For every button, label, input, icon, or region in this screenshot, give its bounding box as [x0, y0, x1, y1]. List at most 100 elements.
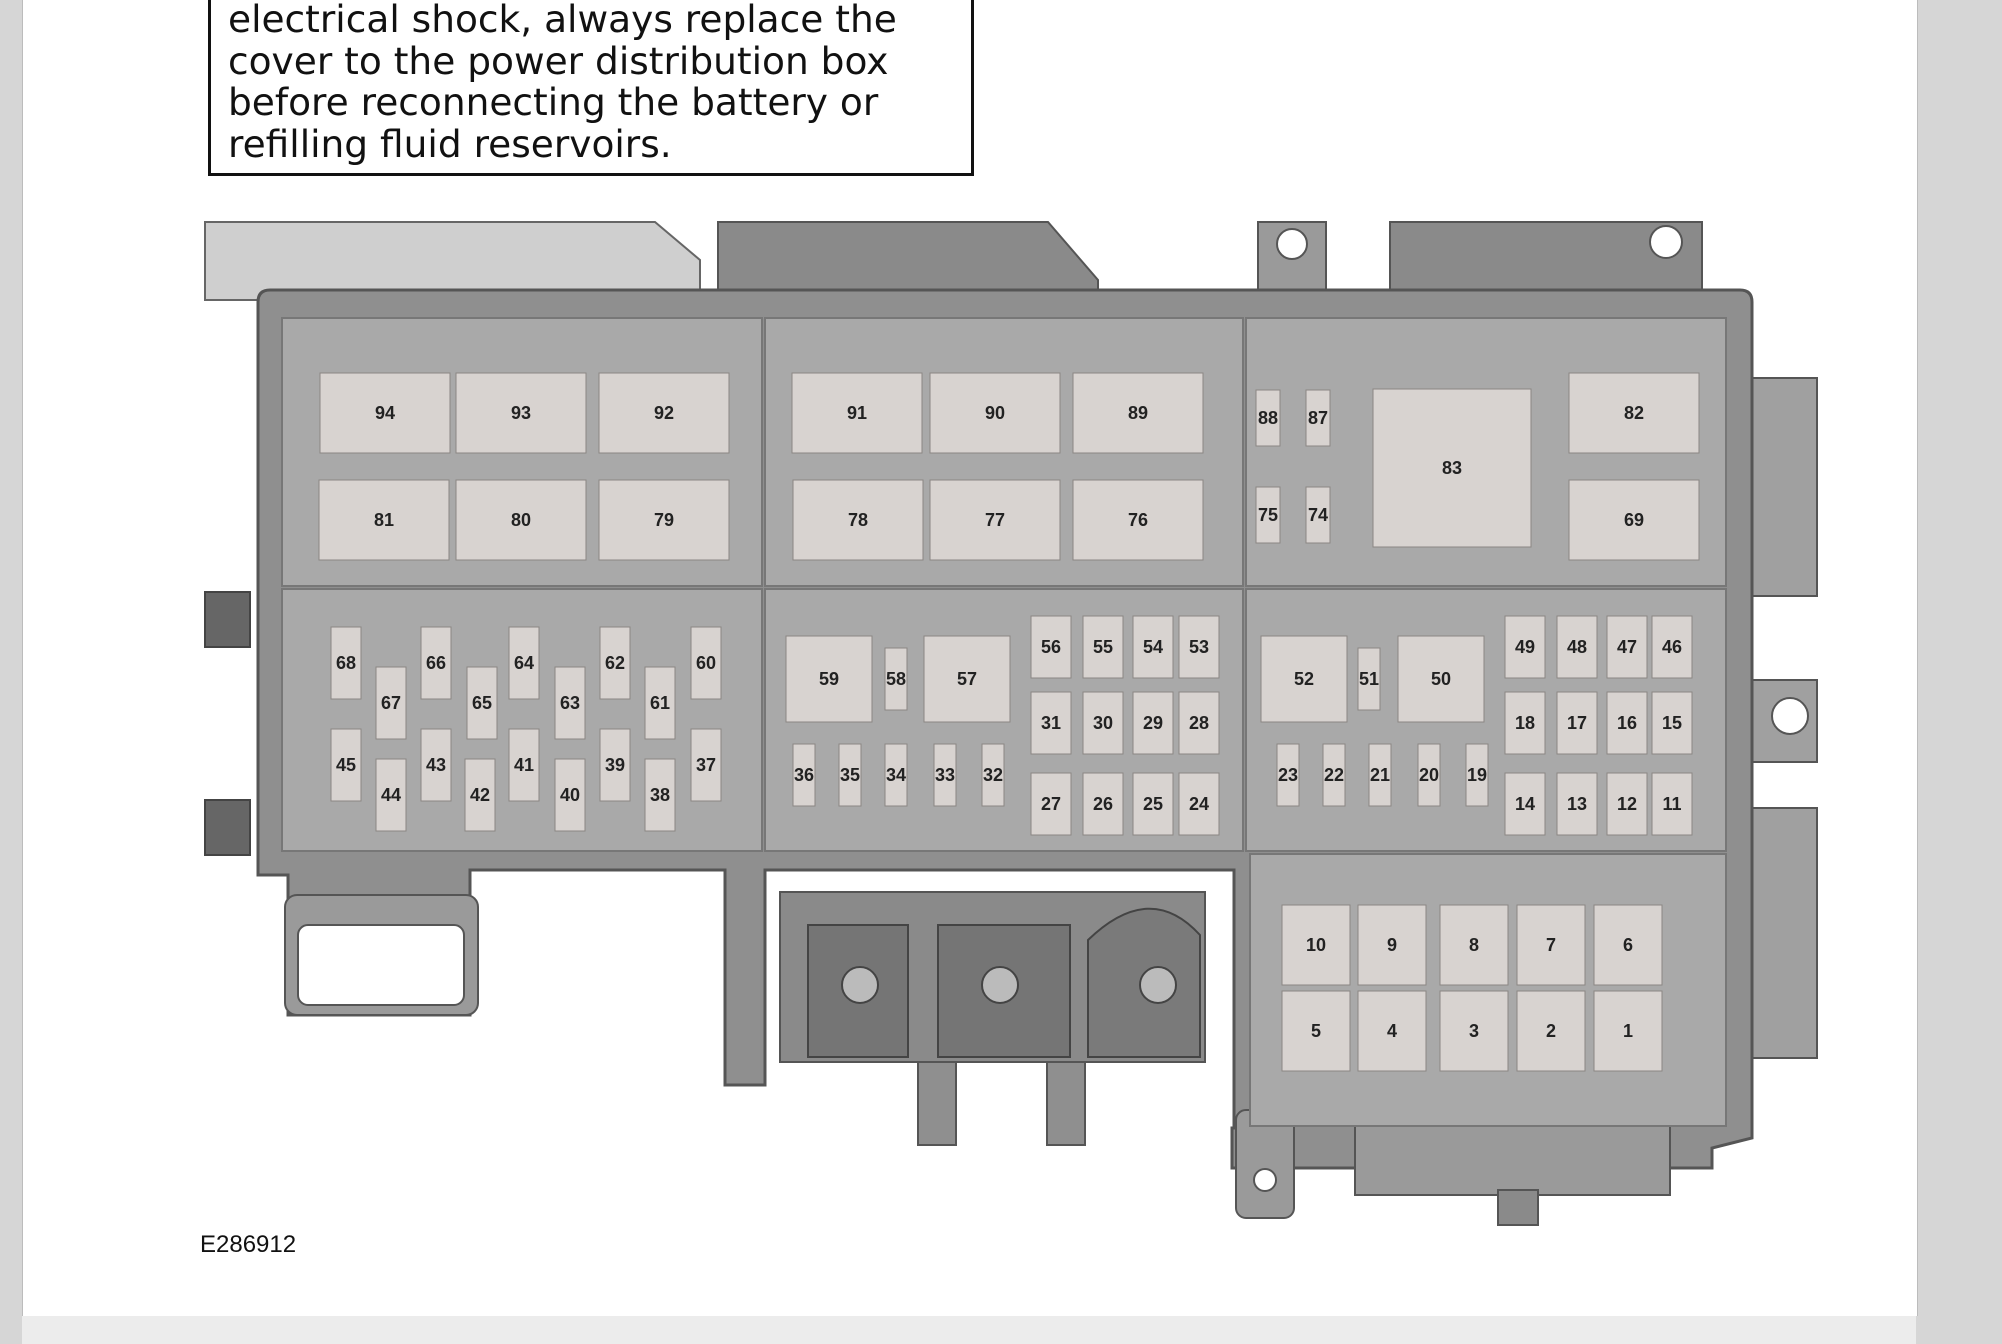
warning-line: electrical shock, always replace the: [228, 0, 897, 41]
fuse-label: 23: [1278, 765, 1298, 785]
fuse-93: 93: [455, 372, 587, 454]
fuse-81: 81: [318, 479, 450, 561]
fuse-41: 41: [508, 728, 540, 802]
tab-window: [297, 924, 465, 1006]
fuse-label: 39: [605, 755, 625, 775]
warning-box: electrical shock, always replace the cov…: [208, 0, 974, 176]
fuse-92: 92: [598, 372, 730, 454]
fuse-55: 55: [1082, 615, 1124, 679]
fuse-27: 27: [1030, 772, 1072, 836]
fuse-16: 16: [1606, 691, 1648, 755]
fuse-34: 34: [884, 743, 908, 807]
fuse-label: 6: [1623, 935, 1633, 955]
fuse-slot: [1593, 904, 1663, 986]
fuse-label: 61: [650, 693, 670, 713]
fuse-slot: [644, 758, 676, 832]
fuse-slot: [1357, 990, 1427, 1072]
fuse-slot: [455, 372, 587, 454]
fuse-22: 22: [1322, 743, 1346, 807]
fuse-label: 45: [336, 755, 356, 775]
fuse-label: 66: [426, 653, 446, 673]
fuse-slot: [1516, 904, 1586, 986]
fuse-32: 32: [981, 743, 1005, 807]
fuse-label: 74: [1308, 505, 1328, 525]
fuse-label: 40: [560, 785, 580, 805]
fuse-label: 51: [1359, 669, 1379, 689]
fuse-43: 43: [420, 728, 452, 802]
fuse-39: 39: [599, 728, 631, 802]
fuse-label: 34: [886, 765, 906, 785]
fuse-label: 19: [1467, 765, 1487, 785]
fuse-label: 36: [794, 765, 814, 785]
figure-id: E286912: [200, 1231, 297, 1258]
fuse-label: 22: [1324, 765, 1344, 785]
fuse-slot: [508, 728, 540, 802]
fuse-label: 91: [847, 403, 867, 423]
fuse-label: 13: [1567, 794, 1587, 814]
fuse-79: 79: [598, 479, 730, 561]
fuse-label: 49: [1515, 637, 1535, 657]
fuse-45: 45: [330, 728, 362, 802]
fuse-slot: [1516, 990, 1586, 1072]
fuse-label: 9: [1387, 935, 1397, 955]
fuse-label: 32: [983, 765, 1003, 785]
fuse-slot: [1504, 772, 1546, 836]
fuse-54: 54: [1132, 615, 1174, 679]
fuse-label: 3: [1469, 1021, 1479, 1041]
fuse-slot: [884, 743, 908, 807]
fuse-slot: [598, 479, 730, 561]
fuse-77: 77: [929, 479, 1061, 561]
fuse-label: 50: [1431, 669, 1451, 689]
fuse-label: 17: [1567, 713, 1587, 733]
fuse-label: 63: [560, 693, 580, 713]
fuse-label: 79: [654, 510, 674, 530]
fuse-33: 33: [933, 743, 957, 807]
fuse-slot: [1030, 691, 1072, 755]
fuse-slot: [420, 728, 452, 802]
fuse-slot: [1606, 691, 1648, 755]
fuse-57: 57: [923, 635, 1011, 723]
fuse-label: 35: [840, 765, 860, 785]
fuse-21: 21: [1368, 743, 1392, 807]
fuse-layer: 1234567891011121314151617181920212223242…: [318, 372, 1700, 1072]
fuse-label: 55: [1093, 637, 1113, 657]
fuse-3: 3: [1439, 990, 1509, 1072]
fuse-94: 94: [319, 372, 451, 454]
bottom-peg: [1046, 1049, 1086, 1146]
fuse-label: 4: [1387, 1021, 1397, 1041]
fuse-label: 21: [1370, 765, 1390, 785]
mount-hole: [1253, 1168, 1277, 1192]
fuse-91: 91: [791, 372, 923, 454]
fuse-slot: [1417, 743, 1441, 807]
fuse-35: 35: [838, 743, 862, 807]
fuse-label: 65: [472, 693, 492, 713]
fuse-12: 12: [1606, 772, 1648, 836]
fuse-69: 69: [1568, 479, 1700, 561]
fuse-slot: [1568, 372, 1700, 454]
fuse-label: 12: [1617, 794, 1637, 814]
fuse-8: 8: [1439, 904, 1509, 986]
fuse-label: 54: [1143, 637, 1163, 657]
fuse-1: 1: [1593, 990, 1663, 1072]
fuse-51: 51: [1357, 647, 1381, 711]
fuse-label: 67: [381, 693, 401, 713]
fuse-slot: [375, 758, 407, 832]
fuse-19: 19: [1465, 743, 1489, 807]
fuse-49: 49: [1504, 615, 1546, 679]
fuse-slot: [1439, 990, 1509, 1072]
mount-hole: [1649, 225, 1683, 259]
fuse-slot: [1651, 772, 1693, 836]
fuse-50: 50: [1397, 635, 1485, 723]
side-tab: [1744, 807, 1818, 1059]
fuse-slot: [1072, 372, 1204, 454]
fuse-label: 43: [426, 755, 446, 775]
fuse-slot: [1651, 615, 1693, 679]
fuse-slot: [1397, 635, 1485, 723]
fuse-label: 14: [1515, 794, 1535, 814]
fuse-slot: [981, 743, 1005, 807]
fuse-slot: [1593, 990, 1663, 1072]
fuse-label: 41: [514, 755, 534, 775]
fuse-90: 90: [929, 372, 1061, 454]
fuse-slot: [1255, 389, 1281, 447]
fuse-slot: [923, 635, 1011, 723]
